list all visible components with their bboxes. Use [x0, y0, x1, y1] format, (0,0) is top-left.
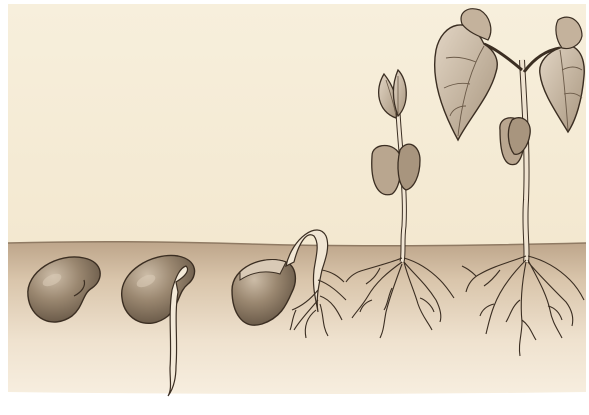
cotyledon-left	[372, 146, 401, 195]
sky-background	[8, 4, 586, 247]
